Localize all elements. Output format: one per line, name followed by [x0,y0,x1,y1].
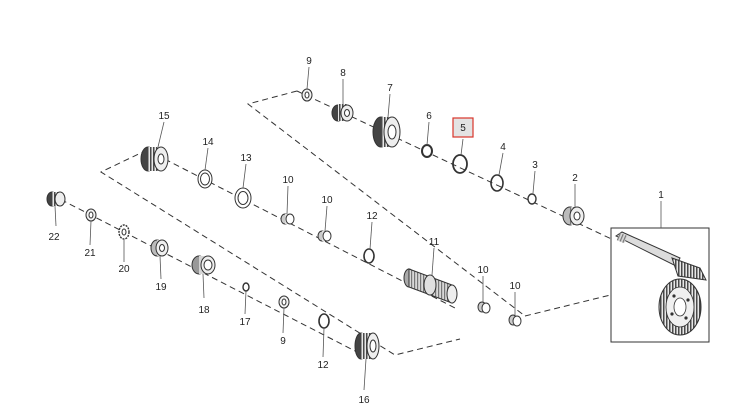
part-10-bushing-a[interactable] [280,213,295,225]
callout-12-b[interactable]: 12 [317,360,329,371]
callout-9-upper[interactable]: 9 [306,56,312,67]
callout-16[interactable]: 16 [358,395,370,406]
main-shaft-assembly[interactable] [610,227,710,343]
part-13-thrust-washer[interactable] [234,187,252,209]
callout-10-d[interactable]: 10 [509,281,521,292]
part-14-thrust-washer[interactable] [197,169,213,189]
callout-8[interactable]: 8 [340,68,346,79]
callout-leaders [54,66,662,391]
callout-4[interactable]: 4 [500,142,506,153]
callout-10-a[interactable]: 10 [282,175,294,186]
part-6-ring[interactable] [421,144,433,158]
callout-19[interactable]: 19 [155,282,167,293]
callout-1[interactable]: 1 [658,190,664,201]
part-12-snap-ring-b[interactable] [318,313,330,329]
part-22-small-gear[interactable] [46,191,66,207]
callout-2[interactable]: 2 [572,173,578,184]
part-11-splined-shaft[interactable] [403,268,458,304]
part-15-gear[interactable] [140,146,169,172]
part-18-bushing[interactable] [191,255,216,275]
part-12-snap-ring-a[interactable] [363,248,375,264]
part-19-bearing[interactable] [150,239,169,257]
callout-11[interactable]: 11 [429,237,440,248]
callout-17[interactable]: 17 [239,317,251,328]
callout-22[interactable]: 22 [48,232,60,243]
callout-21[interactable]: 21 [84,248,96,259]
part-7-large-gear[interactable] [372,116,401,148]
part-10-bushing-d[interactable] [508,314,522,327]
part-5-snap-ring[interactable] [452,154,468,174]
callout-10-b[interactable]: 10 [321,195,333,206]
part-2-bearing[interactable] [562,206,585,226]
callout-7[interactable]: 7 [387,83,393,94]
part-20-lock-washer[interactable] [118,224,130,240]
part-9-upper[interactable] [301,88,313,102]
assembly-dashed-outlines [51,90,644,356]
part-10-bushing-c[interactable] [477,301,491,314]
callout-12-a[interactable]: 12 [366,211,378,222]
callout-15[interactable]: 15 [158,111,170,122]
callout-9-lower[interactable]: 9 [280,336,286,347]
callout-3[interactable]: 3 [532,160,538,171]
highlight-box-part-5 [452,117,474,138]
part-17-ring[interactable] [242,282,250,292]
part-3-washer[interactable] [527,193,537,205]
callout-labels: 1 2 3 4 5 6 7 8 9 15 14 13 10 10 12 11 1… [48,56,664,406]
part-10-bushing-b[interactable] [317,230,332,242]
callout-5[interactable]: 5 [460,123,466,134]
callout-20[interactable]: 20 [118,264,130,275]
callout-6[interactable]: 6 [426,111,432,122]
part-4-ring[interactable] [490,174,504,192]
part-21-washer[interactable] [85,208,97,222]
callout-14[interactable]: 14 [202,137,214,148]
part-16-large-gear[interactable] [354,332,380,360]
callout-13[interactable]: 13 [240,153,252,164]
part-9-lower[interactable] [278,295,290,309]
part-8-small-gear[interactable] [331,104,354,122]
callout-10-c[interactable]: 10 [477,265,489,276]
callout-18[interactable]: 18 [198,305,210,316]
